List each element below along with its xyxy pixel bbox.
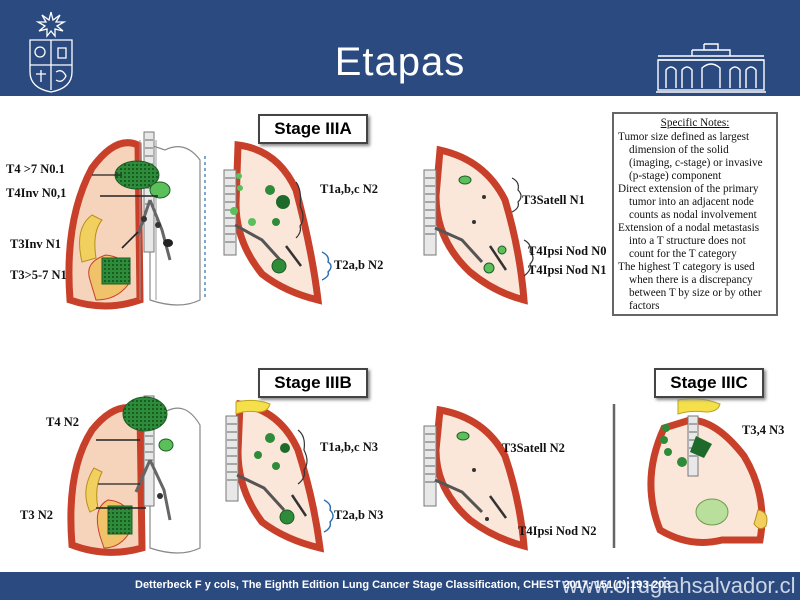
lung-iiib-2 <box>225 399 334 553</box>
label-t4-gt7: T4 >7 N0.1 <box>6 162 65 176</box>
label-t3-satell-n1: T3Satell N1 <box>522 193 585 207</box>
label-t1abc-n2: T1a,b,c N2 <box>320 182 378 196</box>
lung-iiia-3 <box>423 145 534 305</box>
notes-item: Extension of a nodal metastasis into a T… <box>618 222 760 260</box>
slide-title: Etapas <box>334 40 466 84</box>
citation-text: Detterbeck F y cols, The Eighth Edition … <box>135 579 671 591</box>
label-t4-ipsi-n0: T4Ipsi Nod N0 <box>528 244 607 258</box>
label-t3-inv: T3Inv N1 <box>10 237 62 251</box>
label-t4-ipsi-n1: T4Ipsi Nod N1 <box>528 263 607 277</box>
university-crest-icon <box>29 11 73 93</box>
notes-heading: Specific Notes: <box>660 117 730 129</box>
label-t2ab-n2: T2a,b N2 <box>334 258 384 272</box>
label-t3-satell-n2: T3Satell N2 <box>502 441 565 455</box>
lung-iiia-1 <box>65 131 201 310</box>
website-watermark: www.cirugiahsalvador.cl <box>562 573 796 598</box>
label-t34-n3: T3,4 N3 <box>742 423 785 437</box>
specific-notes-box: Specific Notes: Tumor size defined as la… <box>612 112 778 316</box>
label-t3-5-7: T3>5-7 N1 <box>10 268 67 282</box>
notes-item: Direct extension of the primary tumor in… <box>618 183 759 221</box>
stage-iiib-box: Stage IIIB <box>258 368 368 398</box>
label-t4-n2: T4 N2 <box>46 415 79 429</box>
notes-item: Tumor size defined as largest dimension … <box>618 131 763 182</box>
label-t4-inv: T4Inv N0,1 <box>6 186 67 200</box>
stage-iiic-box: Stage IIIC <box>654 368 764 398</box>
building-logo-icon <box>656 43 766 93</box>
lung-iiic <box>647 398 768 546</box>
notes-item: The highest T category is used when ther… <box>618 261 762 312</box>
lung-iiia-2 <box>223 141 332 305</box>
label-t1abc-n3: T1a,b,c N3 <box>320 440 378 454</box>
stage-iiia-box: Stage IIIA <box>258 114 368 144</box>
lung-iiib-3 <box>423 405 528 551</box>
lung-iiib-1 <box>67 395 201 556</box>
footer-bar <box>0 572 800 600</box>
label-t2ab-n3: T2a,b N3 <box>334 508 384 522</box>
label-t3-n2: T3 N2 <box>20 508 53 522</box>
label-t4-ipsi-n2: T4Ipsi Nod N2 <box>518 524 597 538</box>
